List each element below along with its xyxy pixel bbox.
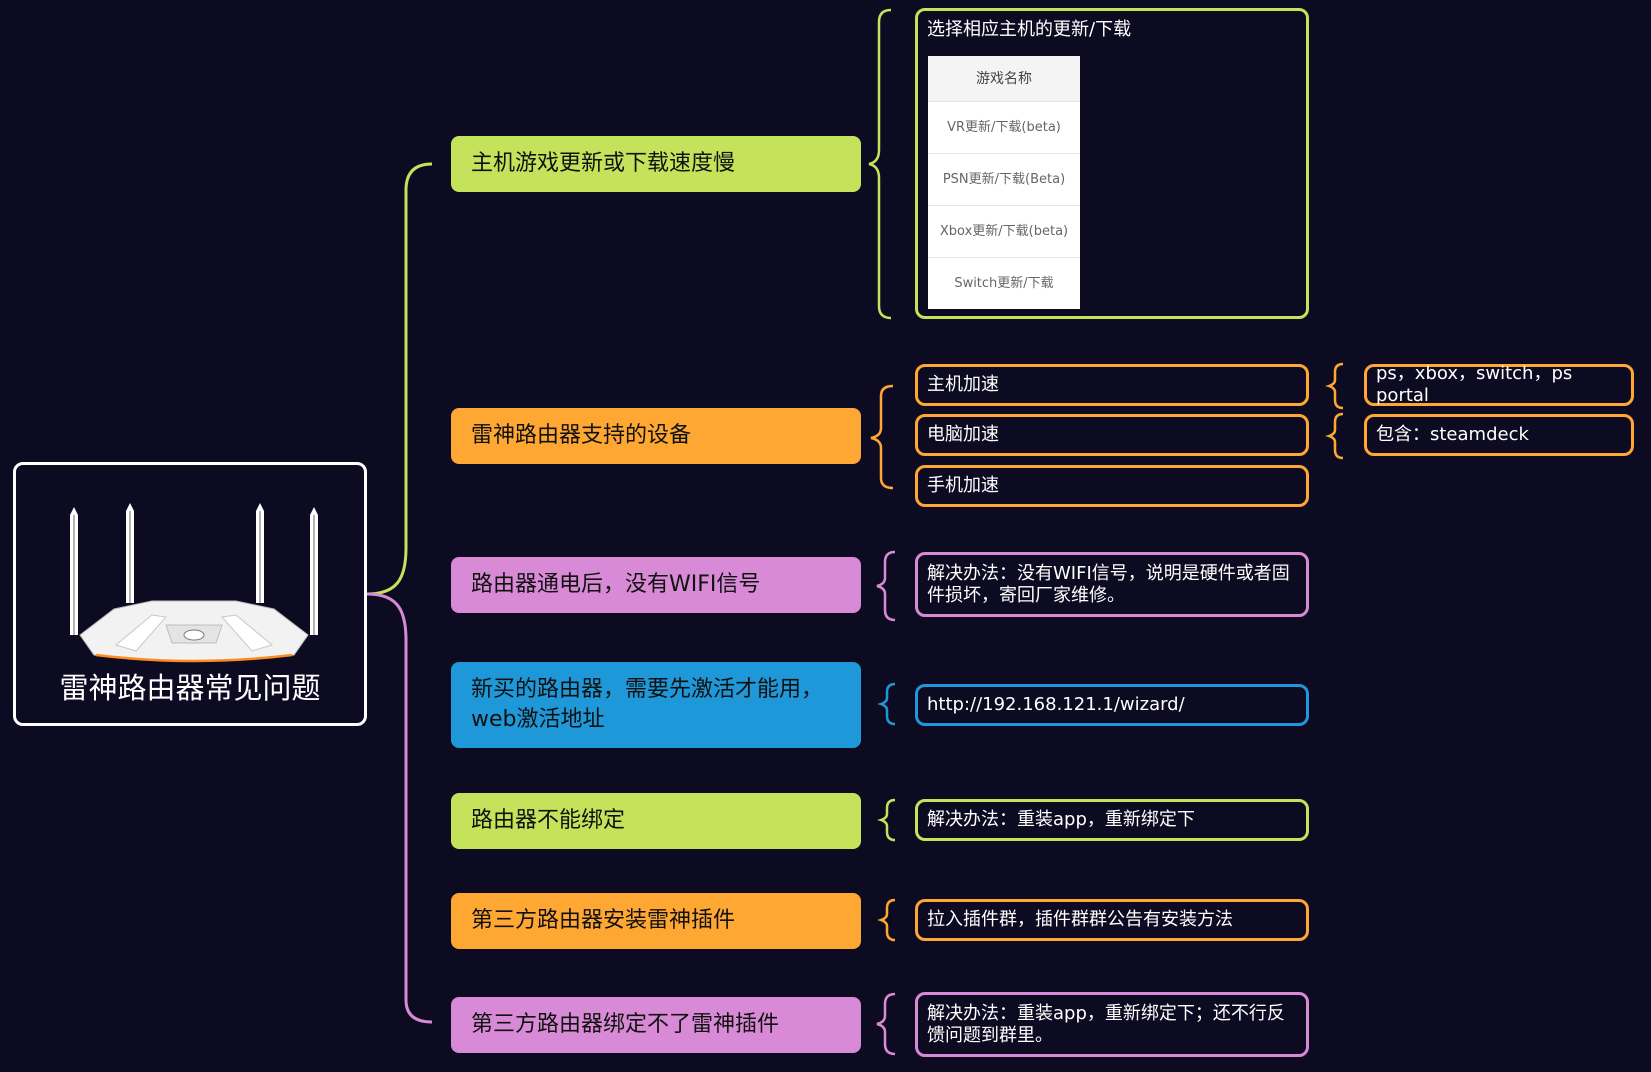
branch-label: 路由器通电后，没有WIFI信号 bbox=[471, 572, 761, 597]
brace-sub-1 bbox=[1325, 362, 1344, 410]
branch-third-party-install: 第三方路由器安装雷神插件 bbox=[451, 893, 861, 949]
branch-label: 雷神路由器支持的设备 bbox=[471, 423, 692, 448]
leaf-console-accel: 主机加速 bbox=[915, 364, 1309, 406]
branch-label: 第三方路由器绑定不了雷神插件 bbox=[471, 1012, 780, 1037]
table-row: VR更新/下载(beta) bbox=[928, 101, 1080, 154]
router-icon bbox=[70, 503, 318, 663]
branch-label: 主机游戏更新或下载速度慢 bbox=[471, 151, 736, 176]
table-row: Xbox更新/下载(beta) bbox=[928, 205, 1080, 258]
branch-web-activation: 新买的路由器，需要先激活才能用，web激活地址 bbox=[451, 662, 861, 748]
brace-branch-1 bbox=[868, 8, 892, 320]
brace-branch-3 bbox=[876, 550, 896, 622]
table-header: 游戏名称 bbox=[928, 56, 1080, 102]
branch-console-update-slow: 主机游戏更新或下载速度慢 bbox=[451, 136, 861, 192]
leaf-steamdeck: 包含：steamdeck bbox=[1364, 414, 1634, 456]
branch-no-wifi: 路由器通电后，没有WIFI信号 bbox=[451, 557, 861, 613]
brace-branch-2 bbox=[870, 384, 894, 490]
activation-url-link[interactable]: http://192.168.121.1/wizard/ bbox=[915, 684, 1309, 726]
branch-third-party-bind: 第三方路由器绑定不了雷神插件 bbox=[451, 997, 861, 1053]
leaf-pc-accel: 电脑加速 bbox=[915, 414, 1309, 456]
brace-branch-5 bbox=[877, 798, 896, 842]
branch-cannot-bind: 路由器不能绑定 bbox=[451, 793, 861, 849]
table-row: Switch更新/下载 bbox=[954, 275, 1054, 291]
root-title: 雷神路由器常见问题 bbox=[59, 671, 321, 705]
branch-label: 第三方路由器安装雷神插件 bbox=[471, 908, 736, 933]
answer-third-party-install: 拉入插件群，插件群群公告有安装方法 bbox=[915, 899, 1309, 941]
branch-supported-devices: 雷神路由器支持的设备 bbox=[451, 408, 861, 464]
branch-label: 新买的路由器，需要先激活才能用，web激活地址 bbox=[471, 677, 824, 732]
detail-heading: 选择相应主机的更新/下载 bbox=[927, 19, 1132, 40]
detail-console-update-box: 选择相应主机的更新/下载 游戏名称 VR更新/下载(beta) PSN更新/下载… bbox=[915, 8, 1309, 319]
brace-branch-4 bbox=[877, 682, 896, 726]
answer-third-party-bind: 解决办法：重装app，重新绑定下；还不行反馈问题到群里。 bbox=[915, 992, 1309, 1057]
leaf-console-list: ps，xbox，switch，ps portal bbox=[1364, 363, 1634, 406]
trunk-upper-connector bbox=[366, 162, 433, 596]
answer-no-wifi: 解决办法：没有WIFI信号，说明是硬件或者固件损坏，寄回厂家维修。 bbox=[915, 552, 1309, 617]
leaf-phone-accel: 手机加速 bbox=[915, 465, 1309, 507]
brace-branch-6 bbox=[877, 898, 896, 942]
branch-label: 路由器不能绑定 bbox=[471, 808, 626, 833]
answer-cannot-bind: 解决办法：重装app，重新绑定下 bbox=[915, 799, 1309, 841]
brace-sub-2 bbox=[1325, 412, 1344, 460]
trunk-lower-connector bbox=[366, 592, 433, 1024]
game-table: 游戏名称 VR更新/下载(beta) PSN更新/下载(Beta) Xbox更新… bbox=[928, 56, 1080, 309]
table-row: PSN更新/下载(Beta) bbox=[928, 153, 1080, 206]
root-node: 雷神路由器常见问题 bbox=[13, 462, 367, 726]
brace-branch-7 bbox=[876, 992, 896, 1056]
